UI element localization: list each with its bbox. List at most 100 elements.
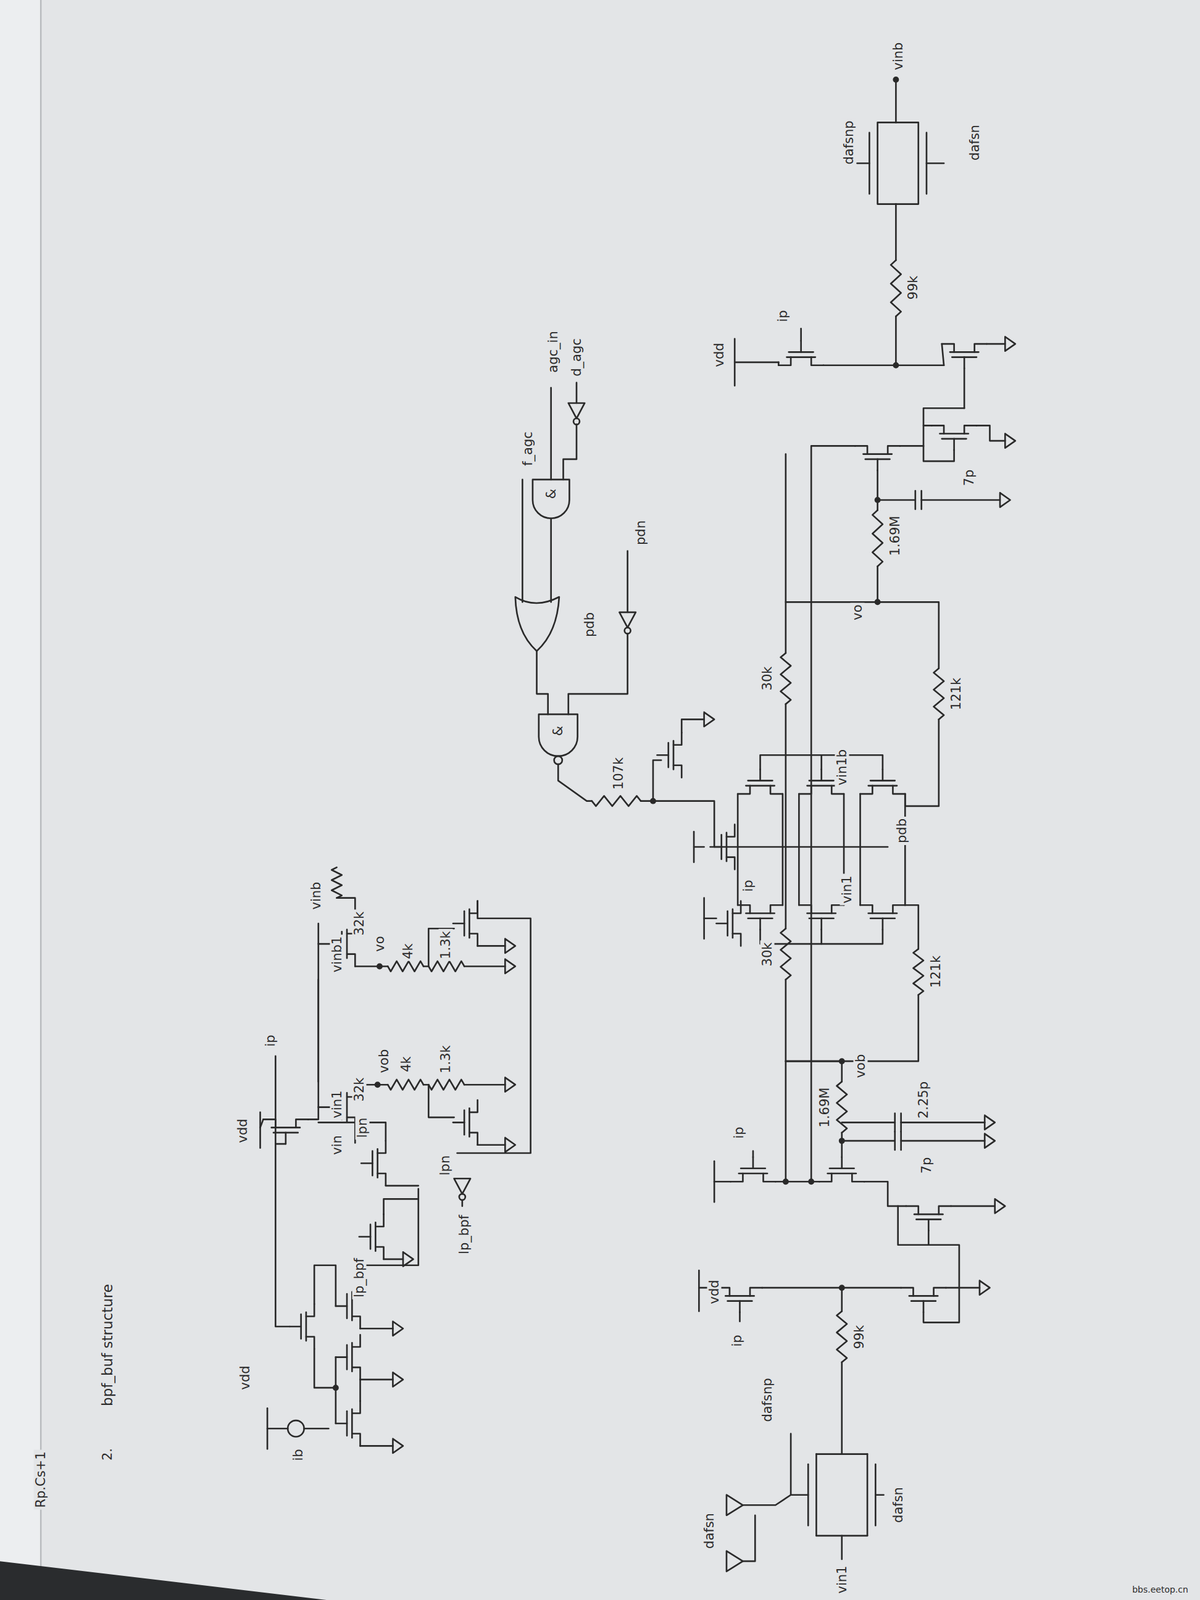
wire: [314, 1265, 336, 1307]
wire: [318, 1106, 331, 1109]
wire: [840, 1287, 843, 1312]
wire: [737, 793, 739, 905]
wire: [877, 122, 897, 204]
mosfet-lead: [922, 1301, 925, 1313]
buffer-symbol: [726, 1495, 743, 1516]
signal-label: 7p: [962, 467, 977, 488]
mosfet-symbol: [657, 732, 683, 778]
mosfet-lead: [730, 1173, 744, 1182]
mosfet-channel: [725, 832, 728, 862]
mosfet-lead: [938, 1206, 952, 1215]
signal-label: pdb: [895, 816, 910, 846]
signal-label: 107k: [611, 755, 626, 792]
signal-label: dafsn: [890, 1485, 905, 1525]
mosfet-symbol: [716, 901, 741, 947]
mosfet-lead: [860, 904, 873, 913]
mosfet-lead: [759, 918, 762, 930]
wire: [800, 328, 802, 341]
mosfet-channel: [725, 1295, 754, 1297]
mosfet-symbol: [710, 824, 736, 870]
wire: [895, 316, 897, 365]
mosfet-symbol: [860, 769, 906, 794]
inverter-bubble: [624, 627, 631, 634]
mosfet-lead: [375, 1246, 384, 1260]
mosfet-channel: [271, 1126, 300, 1129]
wire: [785, 995, 919, 1062]
ground-symbol: [1004, 433, 1016, 449]
signal-label: vin: [329, 1133, 344, 1157]
signal-label: ip: [775, 308, 790, 325]
mosfet-lead: [335, 1305, 347, 1308]
wire: [752, 1151, 755, 1158]
resistor-symbol: [780, 653, 792, 705]
mosfet-lead: [901, 1287, 914, 1296]
mosfet-lead: [941, 343, 955, 352]
signal-label: ip: [263, 1033, 278, 1049]
wire: [575, 382, 578, 404]
mosfet-lead: [335, 1422, 347, 1425]
mosfet-symbol: [798, 904, 844, 930]
mosfet-channel: [745, 785, 775, 788]
mosfet-channel: [950, 351, 979, 354]
wire: [840, 1535, 843, 1560]
wire: [318, 943, 331, 946]
junction-dot: [377, 964, 382, 969]
wire: [354, 965, 388, 968]
resistor-symbol: [890, 260, 902, 317]
wire: [923, 425, 955, 462]
wire: [704, 917, 717, 920]
mosfet-channel: [862, 453, 892, 455]
wire: [895, 204, 897, 261]
dark-corner: [0, 1561, 327, 1600]
mosfet-lead: [453, 1121, 465, 1124]
wire: [760, 929, 883, 944]
wire: [464, 965, 505, 968]
wire: [308, 923, 319, 1120]
signal-label: 121k: [928, 953, 943, 990]
signal-label: 30k: [760, 664, 775, 693]
wire: [904, 793, 907, 905]
wire: [521, 479, 524, 602]
ground-symbol: [979, 1280, 991, 1296]
signal-label: vin1: [834, 1563, 849, 1596]
mosfet-lead: [811, 357, 824, 366]
ground-symbol: [1004, 337, 1016, 352]
wire: [428, 928, 454, 967]
signal-label: dafsn: [701, 1511, 717, 1551]
junction-dot: [375, 1082, 380, 1088]
mosfet-lead: [285, 1132, 288, 1144]
mosfet-symbol: [737, 904, 783, 930]
mosfet-lead: [351, 1334, 360, 1347]
wire: [820, 929, 823, 944]
wire: [640, 801, 715, 847]
mosfet-lead: [963, 357, 966, 369]
wire: [875, 1493, 884, 1496]
signal-label: 2.25p: [916, 1079, 931, 1121]
mosfet-lead: [289, 1325, 301, 1328]
signal-label: ib: [290, 1447, 305, 1463]
mosfet-lead: [854, 445, 868, 454]
ground-symbol: [504, 1077, 516, 1092]
wire: [537, 651, 549, 715]
signal-label: lpn: [437, 1153, 452, 1178]
mosfet-lead: [974, 343, 988, 352]
wire: [742, 1515, 755, 1562]
nand-gate: [538, 714, 578, 757]
mosfet-lead: [351, 1401, 360, 1414]
wire: [876, 470, 879, 510]
signal-label: agc_in: [545, 329, 560, 375]
mosfet-lead: [453, 922, 465, 925]
signal-label: d_agc: [569, 336, 584, 379]
capacitor-plate: [914, 490, 917, 510]
signal-label: f_agc: [520, 430, 535, 469]
mosfet-symbol: [854, 445, 900, 471]
wire: [785, 601, 939, 668]
wire: [260, 1119, 264, 1128]
wire: [923, 1245, 960, 1323]
resistor-symbol: [331, 867, 342, 899]
signal-label: vob: [853, 1052, 868, 1081]
wire: [457, 901, 531, 1154]
mosfet-lead: [737, 904, 750, 913]
wire: [693, 846, 705, 849]
wire: [876, 566, 879, 602]
